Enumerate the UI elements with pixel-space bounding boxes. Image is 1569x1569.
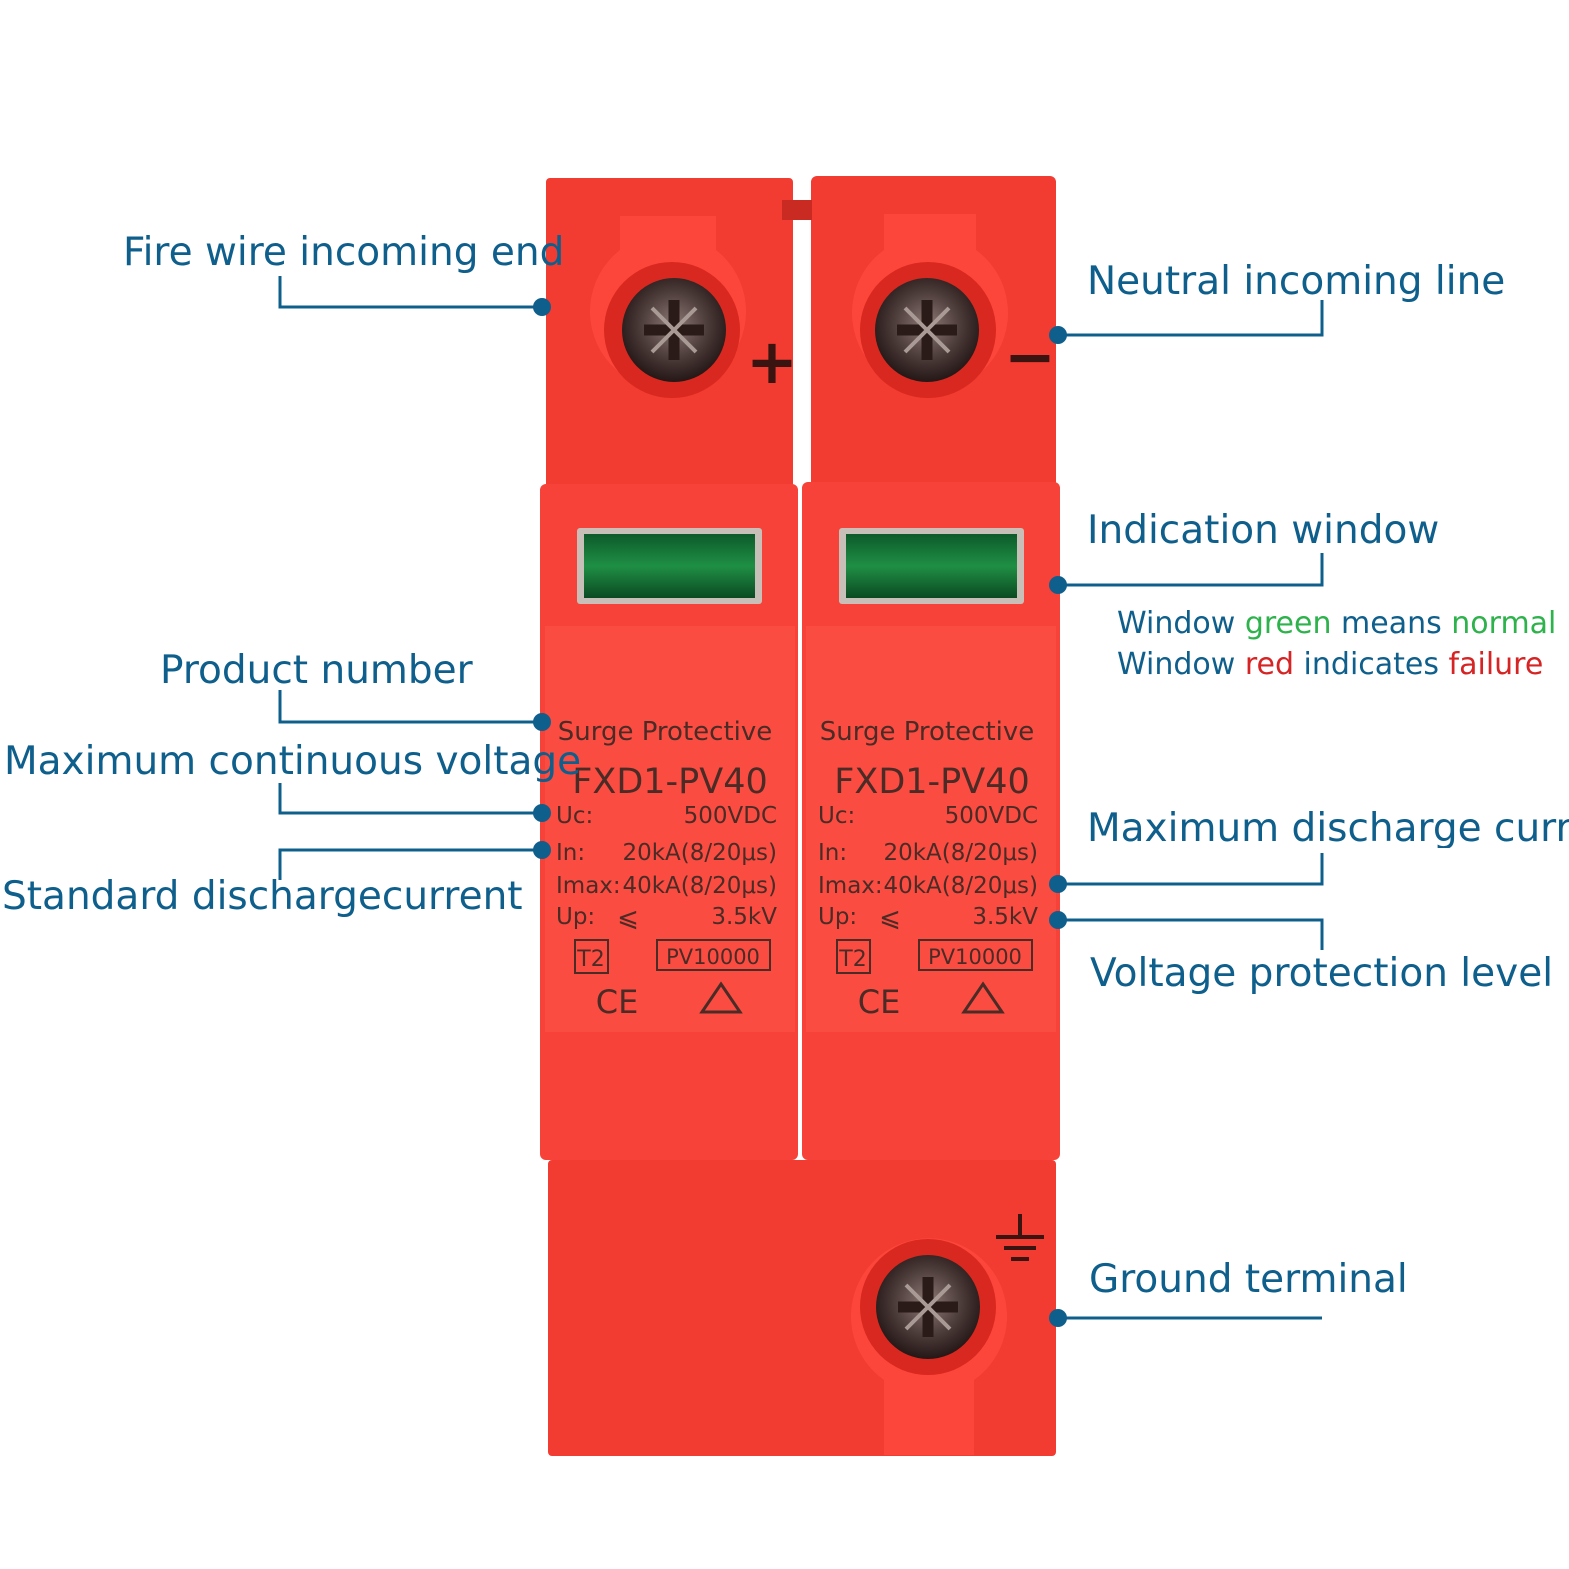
certification-triangle-icon xyxy=(699,981,743,1014)
right-module-label: Surge Protective FXD1-PV40 Uc: 500VDC In… xyxy=(818,717,1038,1021)
device-model: FXD1-PV40 xyxy=(834,762,1030,802)
imax-label: Imax: xyxy=(818,873,883,899)
right-module xyxy=(802,482,1060,1160)
in-label: In: xyxy=(556,840,585,866)
ce-mark: CE xyxy=(596,983,639,1021)
in-value: 20kA(8/20μs) xyxy=(883,840,1038,866)
minus-sign: − xyxy=(1004,320,1056,393)
up-label: Up: xyxy=(818,904,857,930)
up-value: 3.5kV xyxy=(972,904,1038,930)
up-symbol: ⩽ xyxy=(617,903,639,933)
uc-label: Uc: xyxy=(556,803,593,829)
uc-value: 500VDC xyxy=(945,803,1038,829)
callout-dot xyxy=(1049,1309,1067,1327)
device-model: FXD1-PV40 xyxy=(572,762,768,802)
ce-mark: CE xyxy=(858,983,901,1021)
label-maximum-discharge-current: Maximum discharge current xyxy=(1087,809,1569,848)
callout-leaders xyxy=(278,276,1324,1320)
note-text: indicates xyxy=(1294,647,1449,682)
up-symbol: ⩽ xyxy=(879,903,901,933)
neutral-screw xyxy=(860,262,996,398)
type-badge: T2 xyxy=(838,947,866,972)
left-module xyxy=(540,484,798,1160)
cert-badge: PV10000 xyxy=(928,945,1022,969)
in-label: In: xyxy=(818,840,847,866)
note-normal-word: normal xyxy=(1451,606,1557,641)
note-text: means xyxy=(1331,606,1452,641)
plus-sign: + xyxy=(746,325,798,398)
callout-dot xyxy=(1049,911,1067,929)
note-failure-word: failure xyxy=(1448,647,1544,682)
cert-badge: PV10000 xyxy=(666,945,760,969)
imax-value: 40kA(8/20μs) xyxy=(883,873,1038,899)
note-text: Window xyxy=(1117,606,1245,641)
callout-dot xyxy=(1049,875,1067,893)
label-voltage-protection-level: Voltage protection level xyxy=(1090,951,1554,996)
callout-dot xyxy=(1049,576,1067,594)
note-green-word: green xyxy=(1244,606,1332,641)
uc-label: Uc: xyxy=(818,803,855,829)
label-standard-discharge-current: Standard dischargecurrent xyxy=(2,874,523,919)
imax-value: 40kA(8/20μs) xyxy=(622,873,777,899)
fire-wire-screw xyxy=(604,262,740,398)
certification-triangle-icon xyxy=(961,981,1005,1014)
label-ground-terminal: Ground terminal xyxy=(1089,1257,1408,1302)
indication-window-right xyxy=(839,528,1024,604)
label-neutral-incoming-line: Neutral incoming line xyxy=(1087,259,1506,304)
uc-value: 500VDC xyxy=(684,803,777,829)
callout-dot xyxy=(533,804,551,822)
label-indication-window: Indication window xyxy=(1087,508,1440,553)
callout-dot xyxy=(533,298,551,316)
callout-dot xyxy=(533,713,551,731)
callout-dot xyxy=(533,841,551,859)
device-title: Surge Protective xyxy=(820,717,1035,747)
up-value: 3.5kV xyxy=(711,904,777,930)
note-green-normal: Window green means normal xyxy=(1117,609,1556,639)
label-product-number: Product number xyxy=(160,648,473,693)
note-red-failure: Window red indicates failure xyxy=(1117,650,1543,680)
imax-label: Imax: xyxy=(556,873,621,899)
left-module-label: Surge Protective FXD1-PV40 Uc: 500VDC In… xyxy=(556,717,777,1021)
note-text: Window xyxy=(1117,647,1245,682)
callout-dots xyxy=(533,298,1067,1327)
note-red-word: red xyxy=(1244,647,1295,682)
device-title: Surge Protective xyxy=(558,717,773,747)
up-label: Up: xyxy=(556,904,595,930)
type-badge: T2 xyxy=(576,947,604,972)
callout-dot xyxy=(1049,326,1067,344)
in-value: 20kA(8/20μs) xyxy=(622,840,777,866)
indication-window-left xyxy=(577,528,762,604)
bottom-terminal-block xyxy=(548,1160,1056,1456)
label-fire-wire-incoming-end: Fire wire incoming end xyxy=(123,230,565,275)
ground-symbol-icon xyxy=(996,1214,1044,1261)
label-maximum-continuous-voltage: Maximum continuous voltage xyxy=(4,739,582,784)
